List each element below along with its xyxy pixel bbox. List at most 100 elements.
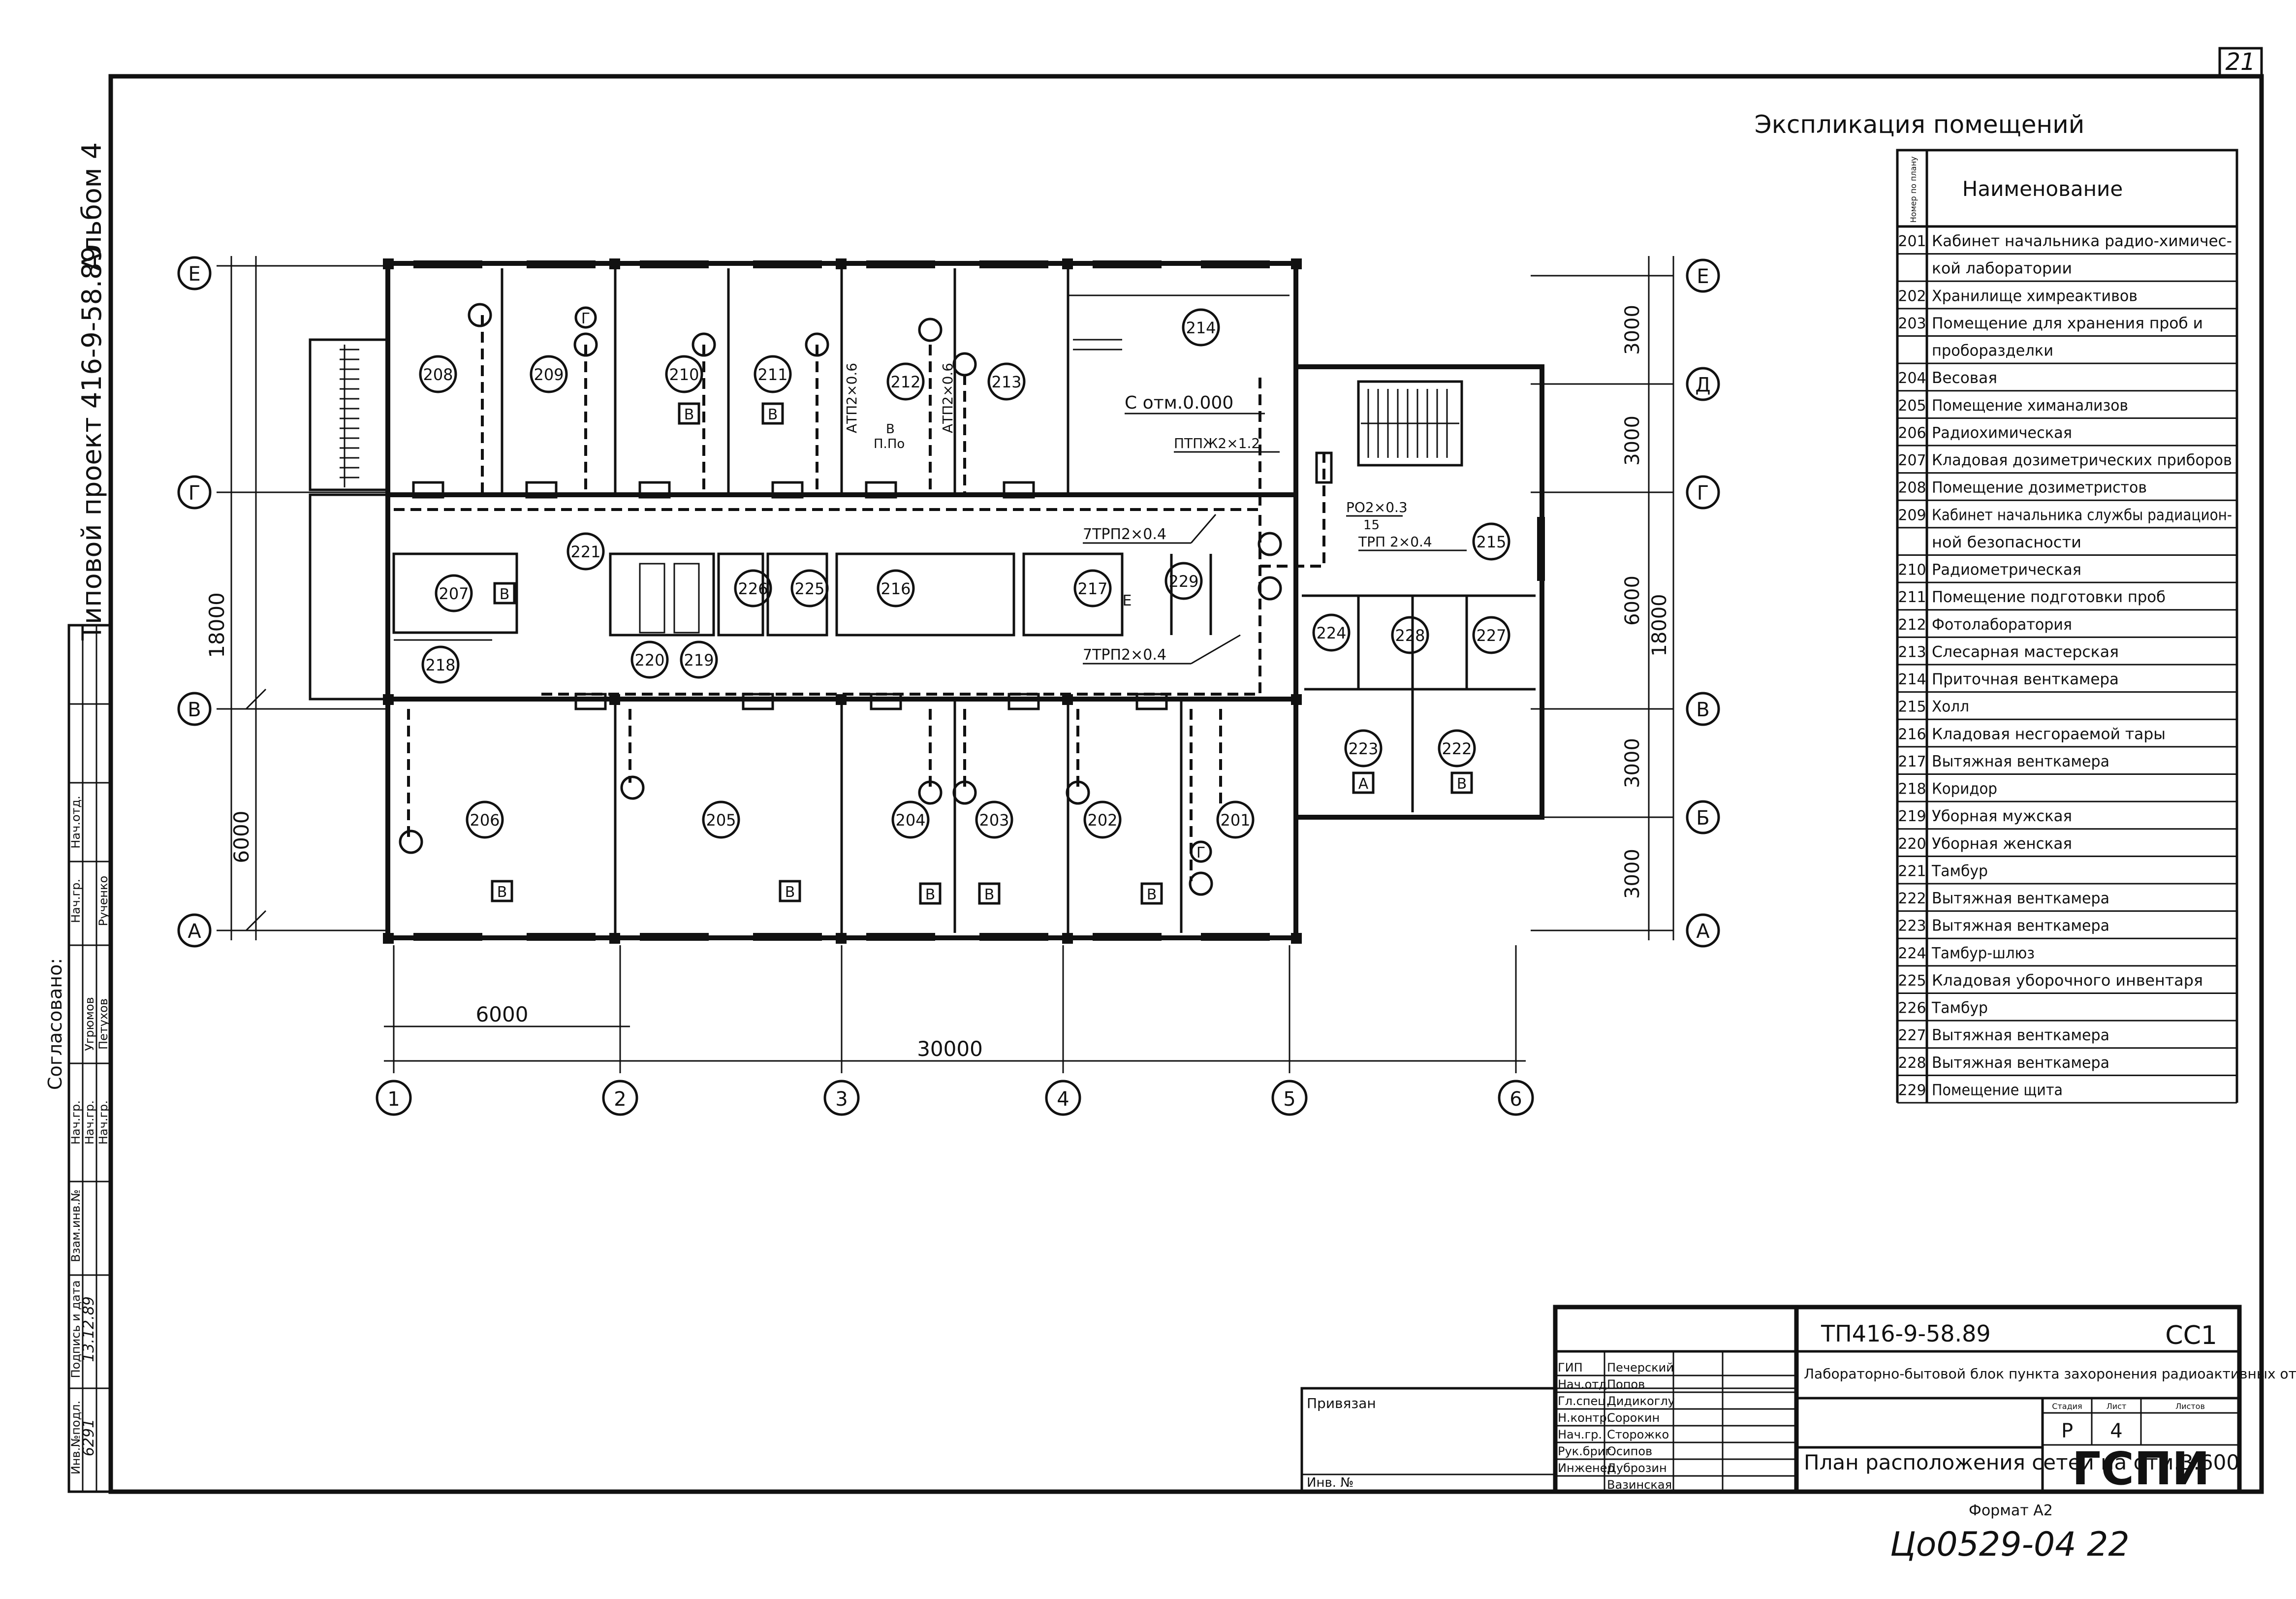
explication-row-name: Вытяжная венткамера xyxy=(1932,917,2109,935)
explication-row-name: Радиометрическая xyxy=(1932,561,2081,579)
mark-b-210: В xyxy=(684,406,694,423)
explication-row-num: 210 xyxy=(1898,562,1926,579)
mark-b-202: В xyxy=(1147,886,1157,903)
dim-6000-left: 6000 xyxy=(229,811,253,863)
mark-a-223: А xyxy=(1358,775,1369,793)
dim-18000-right: 18000 xyxy=(1648,594,1671,656)
room-228: 228 xyxy=(1395,626,1425,645)
stamp-object: Лабораторно-бытовой блок пункта захороне… xyxy=(1804,1366,2296,1382)
stamp-name: Сорокин xyxy=(1607,1411,1660,1425)
fixtures xyxy=(399,303,1333,896)
explication-row-name: Уборная женская xyxy=(1932,835,2072,853)
explication-row-name: Коридор xyxy=(1932,780,1997,798)
explication-row-num: 203 xyxy=(1898,315,1926,332)
mark-e-217: Е xyxy=(1123,592,1132,609)
dim-3000-a: 3000 xyxy=(1621,305,1644,355)
stamp-name: Сторожко xyxy=(1607,1428,1669,1441)
explication-row-name: Хранилище химреактивов xyxy=(1932,287,2138,305)
side-role-5: Нач.гр. xyxy=(96,1100,110,1145)
ro-len-label: 15 xyxy=(1363,518,1380,533)
explication-row-name: Холл xyxy=(1932,698,1969,716)
trp-top-label: 7ТРП2×0.4 xyxy=(1083,526,1166,543)
explication-row-num: 221 xyxy=(1898,863,1926,880)
explication-row-name: Кабинет начальника радио-химичес- xyxy=(1932,232,2232,250)
mark-b-204: В xyxy=(925,886,936,903)
dim-3000-b: 3000 xyxy=(1621,416,1644,466)
dim-18000-left: 18000 xyxy=(205,592,229,658)
axis-5: 5 xyxy=(1283,1088,1295,1111)
axis-e-right: Е xyxy=(1697,265,1709,288)
stamp-name: Печерский xyxy=(1607,1361,1674,1375)
room-224: 224 xyxy=(1316,624,1346,642)
stamp-stage: Р xyxy=(2061,1420,2073,1442)
room-223: 223 xyxy=(1348,739,1378,758)
stamp-role: Инженер xyxy=(1558,1461,1615,1475)
elevation-label: С отм.0.000 xyxy=(1125,393,1233,413)
explication-table: Экспликация помещений Номер по плану Наи… xyxy=(1755,110,2238,1104)
mark-b-207: В xyxy=(500,586,510,603)
room-218: 218 xyxy=(425,656,455,674)
stamp-sheet-code: СС1 xyxy=(2165,1321,2217,1350)
explication-row-num: 222 xyxy=(1898,890,1926,907)
explication-row-name: Фотолаборатория xyxy=(1932,616,2072,634)
explication-row-num: 215 xyxy=(1898,699,1926,716)
page-number: 21 xyxy=(2225,48,2255,76)
axis-2: 2 xyxy=(614,1088,626,1111)
explication-row-num: 201 xyxy=(1898,233,1926,250)
explication-row-name: пробоpазделки xyxy=(1932,342,2053,360)
room-202: 202 xyxy=(1087,811,1117,830)
mark-b-211: В xyxy=(768,406,778,423)
side-inv: Инв.№подл. xyxy=(69,1401,83,1474)
stamp-privyazan: Привязан xyxy=(1307,1395,1376,1411)
dim-3000-c: 3000 xyxy=(1621,738,1644,788)
axis-b-right: Б xyxy=(1696,807,1709,830)
stamp-name: Вазинская xyxy=(1607,1478,1672,1492)
explication-row-num: 206 xyxy=(1898,424,1926,442)
floor-plan: Г Г В В В В В В В В А В Е 208 209 210 xyxy=(177,256,1720,1116)
stamp-sheets-h: Листов xyxy=(2175,1402,2205,1411)
explication-row-name: Помещение щита xyxy=(1932,1081,2063,1099)
stamp-name: Осипов xyxy=(1607,1444,1652,1458)
explication-row-num: 216 xyxy=(1898,726,1926,743)
side-role-3: Нач.гр. xyxy=(69,1100,83,1145)
room-229: 229 xyxy=(1168,572,1198,591)
trp-mid-label: 7ТРП2×0.4 xyxy=(1083,646,1166,664)
room-220: 220 xyxy=(634,651,664,670)
explication-row-num: 213 xyxy=(1898,643,1926,661)
dim-6000-right: 6000 xyxy=(1621,576,1644,626)
side-vzam: Взам.инв.№ xyxy=(69,1189,83,1262)
explication-row-name: Слесарная мастерская xyxy=(1932,643,2119,661)
ptpzh-label: ПТПЖ2×1.2 xyxy=(1174,435,1260,451)
explication-row-num: 228 xyxy=(1898,1055,1926,1072)
stamp-role: Нач.отд. xyxy=(1558,1377,1610,1391)
ro-label: РО2×0.3 xyxy=(1346,499,1408,515)
explication-row-num: 211 xyxy=(1898,589,1926,606)
explication-row-num: 205 xyxy=(1898,397,1926,415)
stamp-org: ГСПИ xyxy=(2072,1442,2210,1495)
side-name-3: Угрюмов xyxy=(83,997,96,1051)
explication-row-name: Тамбур-шлюз xyxy=(1931,944,2035,962)
album-label: Альбом 4 xyxy=(76,142,107,271)
room-204: 204 xyxy=(895,811,925,830)
explication-row-num: 202 xyxy=(1898,288,1926,305)
axis-v-right: В xyxy=(1696,699,1709,721)
explication-row-num: 227 xyxy=(1898,1027,1926,1044)
explication-row-name: Помещение для хранения проб и xyxy=(1932,315,2203,332)
explication-row-num: 220 xyxy=(1898,835,1926,853)
p-label: П.По xyxy=(874,437,905,451)
stamp-role: ГИП xyxy=(1558,1361,1583,1375)
explication-row-name: Кабинет начальника службы радиацион- xyxy=(1932,506,2232,524)
room-203: 203 xyxy=(979,811,1009,830)
room-225: 225 xyxy=(794,579,824,598)
side-role-2: Нач.отд. xyxy=(69,796,83,848)
bottom-note: Цо0529-04 22 xyxy=(1890,1525,2130,1564)
explication-row-num: 212 xyxy=(1898,616,1926,634)
atp2-label: АТП2×0.6 xyxy=(940,363,956,433)
dim-30000: 30000 xyxy=(917,1037,983,1061)
explication-row-name: Кладовая уборочного инвентаря xyxy=(1932,972,2203,990)
explication-row-name: кой лаборатории xyxy=(1932,260,2072,278)
mark-g-2: Г xyxy=(1196,844,1205,862)
explication-row-name: Помещение химанализов xyxy=(1932,397,2128,415)
